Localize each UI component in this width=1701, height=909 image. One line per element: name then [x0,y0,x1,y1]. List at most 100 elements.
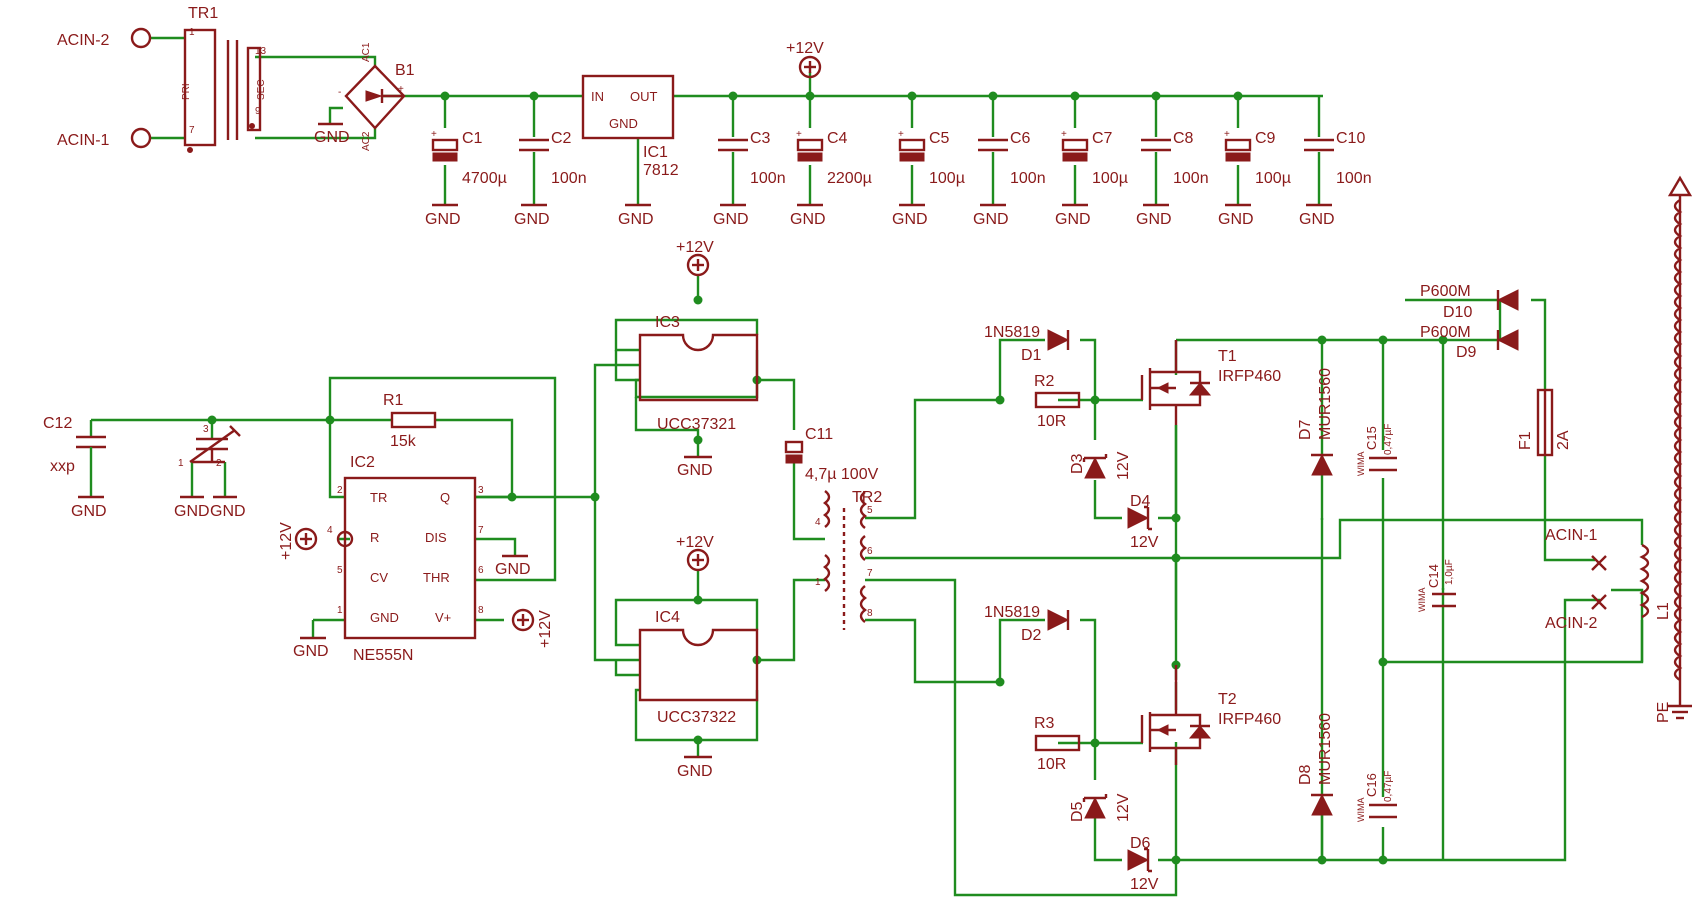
d8-value: MUR1560 [1317,713,1334,785]
ic2-555: IC2 NE555N TR R CV GND Q DIS THR V+ 2 4 … [278,454,554,664]
c11-capacitor: C11 4,7µ 100V [784,426,879,483]
r1-resistor: R1 15k [383,392,437,450]
t2-value: IRFP460 [1218,711,1281,728]
ic4-12v-icon [686,548,710,572]
ic4-driver: IC4 UCC37322 +12V GND [638,534,759,780]
tr2-pin7: 7 [867,568,873,579]
tr1-pri-label: PRI [181,83,192,100]
d8-diode: D8 MUR1560 [1297,713,1334,816]
ic3-value: UCC37321 [657,416,736,433]
c15-value: 0,47µF [1383,424,1394,455]
cap-value: 2200µ [827,170,872,187]
c16-mark: WIMA [1356,798,1366,823]
cap-name: C6 [1010,130,1031,147]
top-12v-supply: +12V [786,40,824,79]
output-terminals: ACIN-1 ACIN-2 [1545,527,1607,632]
d2-value: 1N5819 [984,604,1040,621]
cap-name: C5 [929,130,950,147]
ic1-gnd-pin: GND [609,116,638,131]
d7-value: MUR1560 [1317,368,1334,440]
t1-name: T1 [1218,348,1237,365]
trim-gnd1: GND [174,503,210,520]
t1-mosfet: T1 IRFP460 [1140,340,1281,425]
cap-value: 100n [1010,170,1046,187]
b1-bridge-rectifier: B1 AC1 AC2 + - GND [314,42,415,151]
r2-resistor: R2 10R [1034,373,1081,430]
ic2-r: R [370,530,379,545]
tr2-pin6: 6 [867,546,873,557]
tr1-pin9: 9 [255,106,261,117]
d3-value: 12V [1115,451,1132,480]
ic1-name: IC1 [643,144,668,161]
cap-value: 100n [1336,170,1372,187]
cap-name: C4 [827,130,848,147]
ic3-12v-label: +12V [676,239,714,256]
b1-ac2: AC2 [361,131,372,151]
b1-plus: + [398,84,404,95]
c12-name: C12 [43,415,72,432]
acin1-terminal-icon [130,127,152,149]
svg-text:+: + [1224,129,1230,140]
d2-name: D2 [1021,627,1042,644]
cap-gnd: GND [1136,211,1172,228]
d4-name: D4 [1130,493,1151,510]
d9-diode: P600M D9 [1420,324,1519,361]
ic1-value: 7812 [643,162,679,179]
r1-value: 15k [390,433,417,450]
ic2-12v-left: +12V [278,522,295,560]
cap-name: C9 [1255,130,1276,147]
b1-ac1: AC1 [361,42,372,62]
svg-text:+: + [431,129,437,140]
cap-gnd: GND [790,211,826,228]
ic2-pin3: 3 [478,485,484,496]
tr2-name: TR2 [852,489,882,506]
ic4-12v-label: +12V [676,534,714,551]
trim-gnd2: GND [210,503,246,520]
trim-pin3: 3 [203,424,209,435]
junctions [207,91,1448,865]
r2-name: R2 [1034,373,1055,390]
ic2-tr: TR [370,490,387,505]
c12-gnd: GND [71,503,107,520]
d7-diode: D7 MUR1560 [1297,368,1334,476]
r2-value: 10R [1037,413,1066,430]
cap-gnd: GND [425,211,461,228]
t2-name: T2 [1218,691,1237,708]
c14-value: 1,0µF [1444,559,1455,585]
d10-diode: P600M D10 [1420,283,1519,321]
d6-value: 12V [1130,876,1159,893]
cap-name: C8 [1173,130,1194,147]
top-capacitors: +C14700µGNDC2100nGNDC3100nGND+C42200µGND… [425,129,1372,228]
ic1-in: IN [591,89,604,104]
d5-value: 12V [1115,793,1132,822]
ic4-value: UCC37322 [657,709,736,726]
t1-value: IRFP460 [1218,368,1281,385]
cap-value: 100µ [1255,170,1291,187]
tr1-transformer: ACIN-2 ACIN-1 TR1 1 7 13 9 PRI SEC [57,5,267,153]
tr2-pin8: 8 [867,608,873,619]
d7-name: D7 [1297,419,1314,440]
trim-pin2: 2 [216,458,222,469]
r1-name: R1 [383,392,404,409]
r3-name: R3 [1034,715,1055,732]
f1-name: F1 [1517,431,1534,450]
svg-text:+: + [1061,129,1067,140]
t2-mosfet: T2 IRFP460 [1140,665,1281,765]
ic3-driver: IC3 UCC37321 +12V GND [638,239,759,479]
ic2-pin2: 2 [337,485,343,496]
ic3-gnd: GND [677,462,713,479]
c11-name: C11 [805,426,833,443]
l1-name: L1 [1655,602,1672,620]
d2-diode: 1N5819 D2 [984,604,1070,644]
tr2-pin5: 5 [867,505,873,516]
acin2-terminal-icon [130,27,152,49]
ic2-12v-right-icon [511,608,535,632]
d5-zener: D5 12V [1069,793,1132,822]
ic2-name: IC2 [350,454,375,471]
c16-name: C16 [1364,773,1379,797]
trim-pin1: 1 [178,458,184,469]
